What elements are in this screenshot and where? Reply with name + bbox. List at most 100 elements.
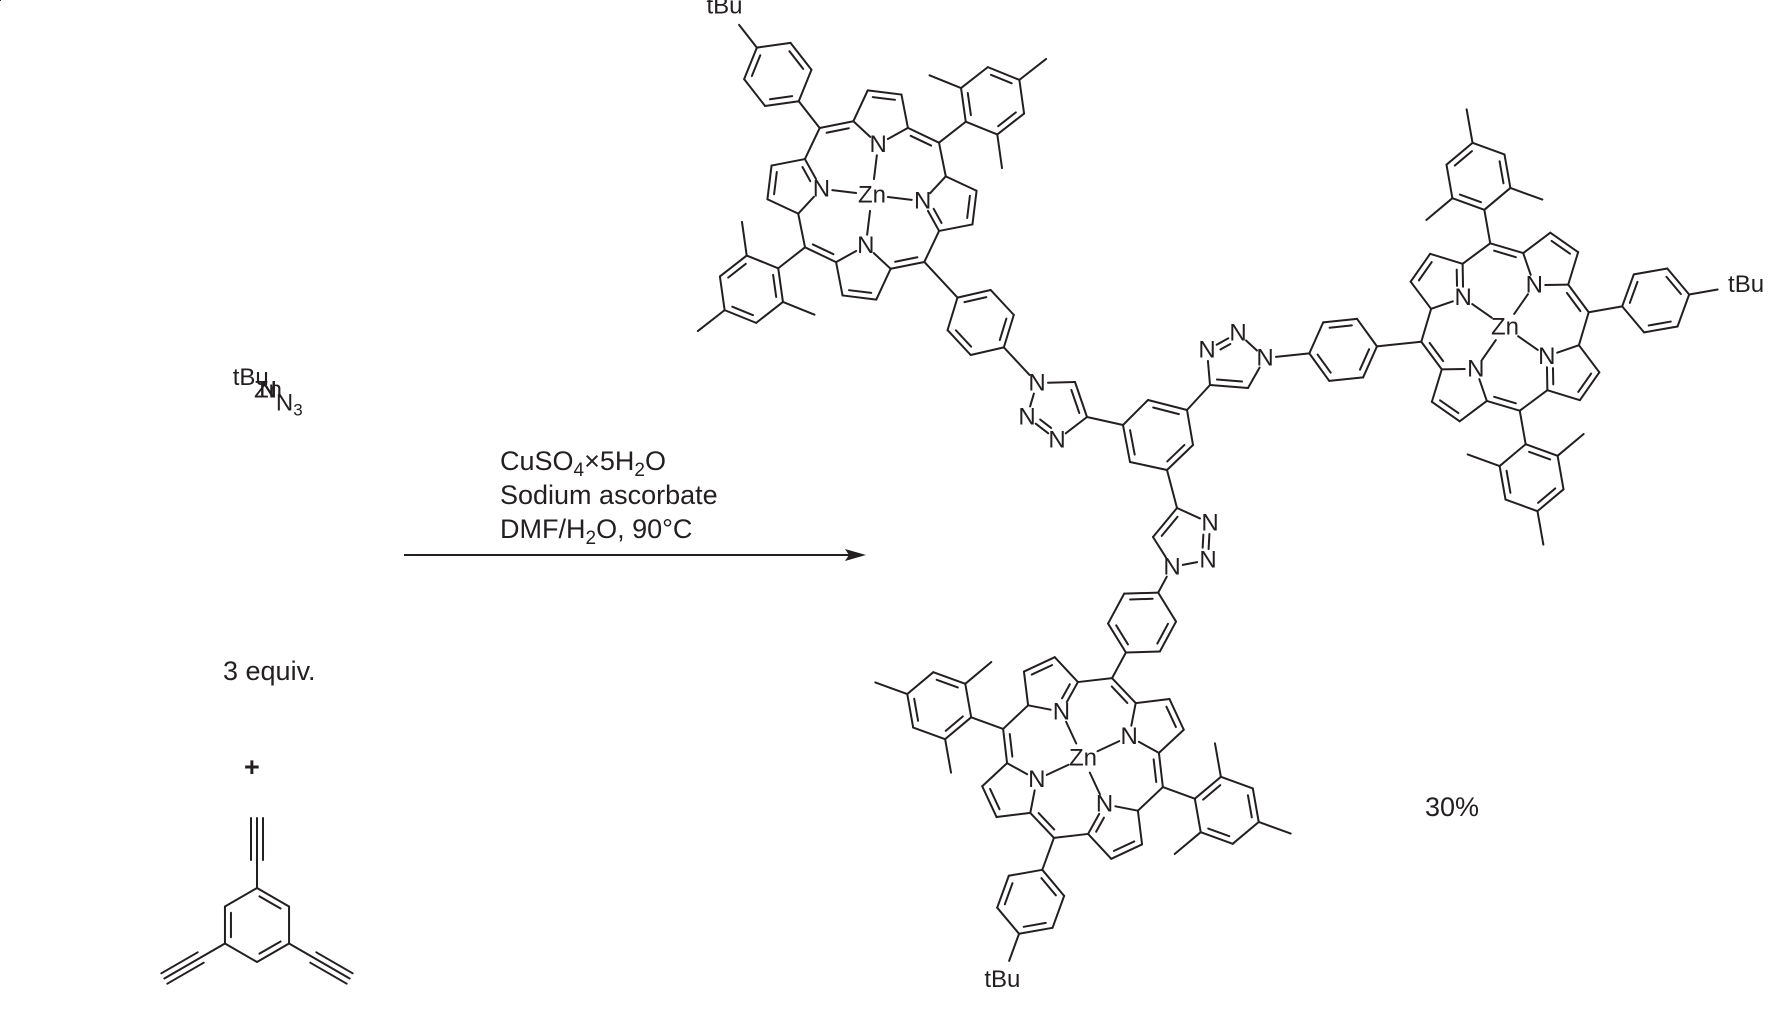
ring-bond (1362, 345, 1378, 379)
ring-bond (1498, 465, 1507, 501)
ring-bond (1186, 409, 1194, 446)
double-bond-line (811, 243, 835, 256)
coordination-bond (831, 189, 858, 195)
double-bond-line (1152, 406, 1180, 416)
meso-aryl-bond (1041, 836, 1055, 871)
ring-bond (1430, 300, 1454, 310)
ring-bond (1578, 371, 1601, 402)
ring-bond (1322, 317, 1359, 324)
ring-bond (1136, 809, 1144, 846)
meso-bond (818, 120, 855, 130)
meso-bond (1485, 399, 1521, 412)
ring-bond (1567, 251, 1580, 286)
ring-bond (718, 275, 726, 312)
ring-bond (1087, 832, 1113, 860)
double-bond-line (1428, 341, 1445, 363)
methyl-bond (944, 738, 953, 774)
ring-bond (1458, 399, 1488, 423)
double-bond-line (1202, 784, 1222, 801)
ring-bond (256, 942, 291, 963)
trisubstituted-benzene-core (1122, 399, 1194, 471)
ring-bond (971, 189, 978, 226)
double-bond-line (1537, 487, 1557, 504)
zinc-label: Zn (254, 377, 282, 404)
double-bond-line (848, 289, 873, 294)
methyl-bond (740, 220, 748, 257)
ring-bond (1308, 321, 1325, 355)
double-bond-line (1008, 733, 1014, 758)
coordination-bond (866, 209, 872, 236)
ring-bond (1107, 622, 1127, 654)
double-bond-line (1453, 150, 1473, 167)
ring-bond (770, 158, 806, 167)
ring-bond (1018, 926, 1054, 935)
nitrogen-label: N (914, 188, 931, 215)
nitrogen-label: N (870, 131, 887, 158)
meso-bond (906, 126, 940, 144)
double-bond-line (1095, 816, 1105, 833)
yield-label: 30% (1425, 792, 1480, 822)
meso-bond (1002, 727, 1009, 765)
double-bond-line (768, 95, 794, 101)
ring-bond (886, 126, 909, 141)
meso-bond (1002, 704, 1030, 730)
reaction-arrow (404, 549, 866, 561)
double-bond-line (1358, 348, 1371, 371)
tbu-label: tBu (984, 966, 1020, 993)
methyl-bond (1213, 742, 1222, 778)
double-bond-line (1565, 291, 1582, 313)
double-bond-line (788, 50, 805, 70)
double-bond-line (1498, 160, 1505, 185)
nitrogen-label: N (1028, 766, 1045, 793)
double-bond-line (944, 715, 964, 732)
double-bond-line (1061, 683, 1071, 700)
alkyne-bond (163, 956, 202, 980)
ring-bond (1176, 507, 1201, 520)
tbu-label: tBu (706, 0, 742, 20)
coordination-bond (1045, 763, 1070, 776)
double-bond-line (1577, 372, 1593, 393)
double-bond-line (1316, 353, 1332, 374)
substituent-bond (1008, 932, 1021, 962)
double-bond-line (909, 134, 933, 147)
ring-bond (946, 329, 972, 356)
meso-aryl-bond (1375, 340, 1423, 348)
double-bond-line (825, 127, 850, 134)
ring-bond (1123, 591, 1160, 595)
ring-bond (912, 726, 947, 741)
ring-bond (1556, 344, 1580, 354)
meso-bond (1420, 307, 1433, 343)
ring-bond (1308, 352, 1331, 382)
ring-bond (1504, 498, 1539, 513)
meso-bond (1157, 751, 1164, 789)
double-bond-line (1505, 469, 1512, 494)
ring-bond (223, 942, 258, 963)
double-bond-line (1439, 399, 1460, 415)
ring-bond (1430, 368, 1443, 403)
meso-aryl-bond (1587, 305, 1624, 314)
solvent-label: DMF/H2O, 90°C (500, 512, 692, 548)
ring-bond (223, 887, 258, 908)
ring-bond (841, 294, 878, 301)
ring-bond (1107, 592, 1126, 625)
double-bond-line (1665, 275, 1682, 295)
coordination-bond (1481, 339, 1497, 361)
double-bond-line (1493, 395, 1517, 405)
ring-bond (996, 874, 1010, 909)
nitrogen-label: N (1199, 547, 1216, 574)
meso-bond (803, 127, 821, 161)
double-bond-line (1201, 533, 1205, 549)
meso-aryl-bond (1111, 651, 1127, 680)
ring-bond (981, 785, 998, 819)
ring-bond (1199, 831, 1234, 845)
substituent-bond (738, 23, 758, 49)
ring-bond (1328, 376, 1365, 382)
ring-bond (1503, 153, 1512, 189)
ring-bond (743, 46, 758, 81)
ring-bond (1483, 186, 1512, 211)
double-bond-line (1022, 921, 1047, 928)
double-bond-line (913, 697, 920, 722)
ring-bond (1207, 532, 1211, 551)
